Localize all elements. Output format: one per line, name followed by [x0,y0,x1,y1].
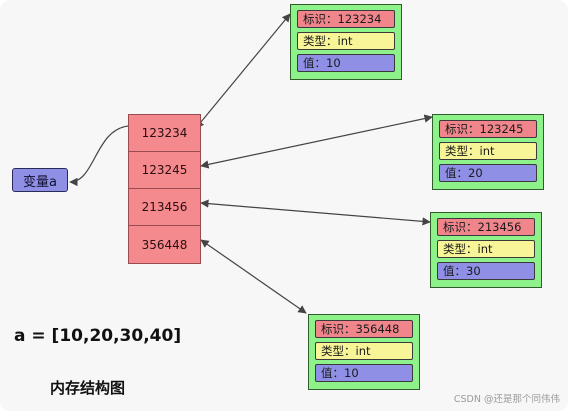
object-box-1: 标识：123234 类型：int 值：10 [290,4,402,80]
memory-column: 123234 123245 213456 356448 [128,114,201,264]
object-value-field: 值：20 [439,164,537,182]
memory-cell-text: 356448 [141,237,188,252]
memory-cell-text: 123234 [141,126,188,140]
list-literal: a = [10,20,30,40] [14,326,182,346]
object-box-2: 标识：123245 类型：int 值：20 [432,114,544,190]
object-id-field: 标识：213456 [437,218,535,236]
object-box-4: 标识：356448 类型：int 值：10 [308,314,420,390]
object-type-field: 类型：int [315,342,413,360]
memory-cell: 356448 [129,226,200,263]
object-id-field: 标识：123245 [439,120,537,138]
memory-cell: 123245 [129,152,200,189]
memory-cell: 213456 [129,189,200,226]
object-value-field: 值：30 [437,262,535,280]
variable-label: 变量a [23,174,57,190]
var-to-memory-arrow [69,125,129,187]
memory-cell: 123234 [129,115,200,152]
object-type-field: 类型：int [297,32,395,50]
object-type-field: 类型：int [439,142,537,160]
cell4-to-object4-arrow [200,239,307,314]
variable-box: 变量a [12,168,68,192]
cell3-to-object3-arrow [200,199,431,226]
object-id-field: 标识：123234 [297,10,395,28]
memory-cell-text: 213456 [141,200,188,214]
diagram-caption: 内存结构图 [50,379,126,397]
watermark: CSDN @还是那个同伟伟 [453,394,560,405]
object-value-field: 值：10 [297,54,395,72]
object-box-3: 标识：213456 类型：int 值：30 [430,212,542,288]
memory-cell-text: 123245 [141,163,188,177]
object-value-field: 值：10 [315,364,413,382]
cell1-to-object1-arrow [195,13,291,129]
object-type-field: 类型：int [437,240,535,258]
object-id-field: 标识：356448 [315,320,413,338]
cell2-to-object2-arrow [200,114,433,169]
